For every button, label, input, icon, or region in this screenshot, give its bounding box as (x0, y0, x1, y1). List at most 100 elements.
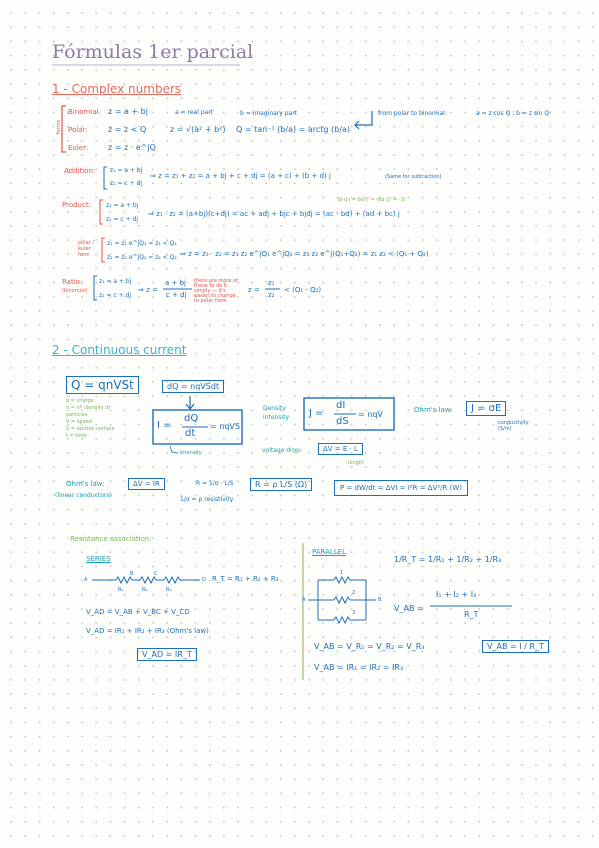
resistance-box: R = ρ L/S (Ω) (250, 478, 313, 491)
ohm-conductivity: conductivity (S/m) (498, 420, 529, 432)
ratio-polar-lhs: z = (248, 286, 260, 294)
series-node-a: A (84, 577, 88, 583)
parallel-rt: 1/R_T = 1/R₁ + 1/R₂ + 1/R₃ (394, 555, 502, 564)
ratio-numerator: a + bj (165, 279, 186, 287)
density-box (303, 397, 395, 431)
forms-bracket (61, 105, 373, 153)
ratio-polar-denominator: z₂ (268, 291, 275, 299)
product-polar-z2: z₂ = z₂ e^jQ₂ = z₂ < Q₂ (107, 254, 177, 261)
series-node-b: B (130, 571, 134, 577)
charge-eq-box: Q = qnVSt (66, 376, 139, 394)
product-polar-eq: ⇒ z = z₁ · z₂ = z₁ z₂ e^jQ₁ e^jQ₂ = z₁ z… (180, 250, 429, 258)
series-r2: R₂ (142, 587, 148, 593)
product-bracket (99, 199, 103, 225)
product-polar-label: polar / euler form (78, 240, 95, 258)
parallel-vab-numerator: I₁ + I₂ + I₃ (436, 590, 477, 599)
series-rt: R_T = R₁ + R₂ + R₃ (212, 575, 279, 583)
ratio-eq-lhs: ⇒ z = (138, 286, 158, 294)
dq-eq-box: dQ = nqVSdt (162, 380, 225, 393)
product-eq: ⇒ z₁ · z₂ = (a+bj)(c+dj) = ac + adj + bj… (148, 210, 400, 218)
binomial-label: Binomial: (68, 108, 101, 116)
intensity-lhs: I = (157, 420, 172, 431)
power-eq: dW/dt = ΔVI = I²R = ΔV²/R (W) (354, 484, 462, 492)
series-vad-box: V_AD = IR_T (137, 648, 197, 661)
parallel-divider (302, 543, 304, 680)
addition-z1: z₁ = a + bj (110, 167, 143, 174)
series-vad1: V_AD = V_AB + V_BC + V_CD (86, 608, 190, 616)
product-note: bj·d·j = bd·j² = -bd (j² = -1) (338, 197, 406, 203)
product-label: Product: (62, 201, 91, 209)
length-label: length (348, 460, 364, 466)
parallel-node-b: B (378, 597, 382, 603)
density-numerator: dI (336, 400, 346, 411)
intensity-denominator: dt (185, 428, 196, 439)
parallel-r1: 1 (340, 570, 344, 576)
title-underline (52, 64, 240, 66)
parallel-v1: V_AB = V_R₁ = V_R₂ = V_R₃ (314, 642, 425, 651)
ohm2-label: Ohm's law: (66, 480, 105, 488)
parallel-circuit (308, 575, 376, 625)
addition-eq: ⇒ z = z₁ + z₂ = a + bj + c + dj = (a + c… (150, 172, 331, 180)
parallel-label: PARALLEL (312, 548, 347, 556)
charge-notes: q = charge n = nº /density of particles … (66, 398, 126, 440)
charge-note-q: q = charge (66, 398, 94, 404)
series-vad2: V_AD = IR₁ + IR₂ + IR₃ (Ohm's law) (86, 627, 209, 635)
ratio-bracket (93, 275, 97, 301)
series-r3: R₃ (166, 587, 172, 593)
charge-note-n: n = nº /density of particles (66, 405, 111, 418)
series-node-d: D (202, 577, 206, 583)
ohm2-eq-box: ΔV = IR (128, 478, 165, 490)
forms-label: forms (56, 119, 63, 135)
density-lhs: J = (309, 408, 324, 419)
intensity-rhs: = nqVS (210, 422, 240, 431)
voltage-drop-label: voltage drop: (262, 447, 302, 454)
parallel-v2: V_AB = IR₁ = IR₂ = IR₃ (314, 663, 404, 672)
addition-bracket (103, 166, 107, 190)
binomial-note-b: b = imaginary part (240, 110, 298, 117)
euler-label: Euler: (68, 144, 89, 152)
power-lhs: P = (340, 484, 353, 492)
addition-label: Addition: (64, 167, 96, 175)
product-z2: z₂ = c + dj (106, 216, 139, 223)
polar-angle: Q = tan⁻¹ (b/a) = arctg (b/a) (236, 125, 350, 134)
density-rhs: = nqV (358, 410, 383, 419)
addition-z2: z₂ = c + dj (110, 180, 143, 187)
section-heading-complex: 1 - Complex numbers (52, 82, 182, 96)
product-polar-bracket (101, 237, 105, 263)
polar-eq: z = z < Q (108, 125, 147, 134)
parallel-node-a: A (302, 597, 306, 603)
series-r1: R₁ (118, 587, 124, 593)
ratio-label: Ratio: (62, 278, 83, 286)
polar-label: Polar: (68, 126, 88, 134)
series-node-c: C (154, 571, 158, 577)
charge-note-v: V = speed (66, 419, 92, 425)
binomial-eq: z = a + bj (108, 107, 148, 116)
resistivity-eq: 1/σ = ρ resistivity (180, 496, 234, 503)
ratio-note: there are more of these to do it simply … (194, 278, 238, 304)
parallel-vab-lhs: V_AB = (394, 604, 424, 613)
voltage-drop-eq-box: ΔV = E · L (318, 443, 363, 455)
intensity-numerator: dQ (184, 413, 199, 424)
intensity-note: Intensity (180, 450, 202, 456)
parallel-vab-bar (430, 605, 512, 607)
ohm-label: Ohm's law: (414, 406, 453, 414)
parallel-vab-box: V_AB = I / R_T (482, 640, 549, 653)
parallel-r3: 3 (352, 610, 356, 616)
ratio-polar-fraction-bar (265, 288, 280, 290)
ohm2-sub: (linear conductors) (55, 492, 112, 499)
polar-to-binomial-eq: a = z cos Q ; b = z sin Q (476, 110, 550, 117)
ratio-binomial: (binomial) (62, 288, 88, 294)
binomial-note-a: a = real part (175, 109, 214, 116)
ratio-denominator: c + dj (166, 291, 187, 299)
ratio-z2: z₂ = c + dj (99, 292, 132, 299)
ratio-z1: z₁ = a + bj (99, 278, 132, 285)
section-heading-current: 2 - Continuous current (52, 343, 187, 357)
euler-eq: z = z · e^jQ (108, 143, 156, 152)
polar-to-binomial-note: from polar to binomial: (378, 110, 447, 117)
parallel-r2: 2 (352, 590, 356, 596)
density-label: Density intensity (263, 405, 290, 421)
charge-note-t: t = time (66, 433, 87, 439)
density-denominator: dS (336, 416, 349, 427)
dq-arrow (152, 396, 243, 454)
polar-modulus: z = √(a² + b²) (170, 125, 226, 134)
